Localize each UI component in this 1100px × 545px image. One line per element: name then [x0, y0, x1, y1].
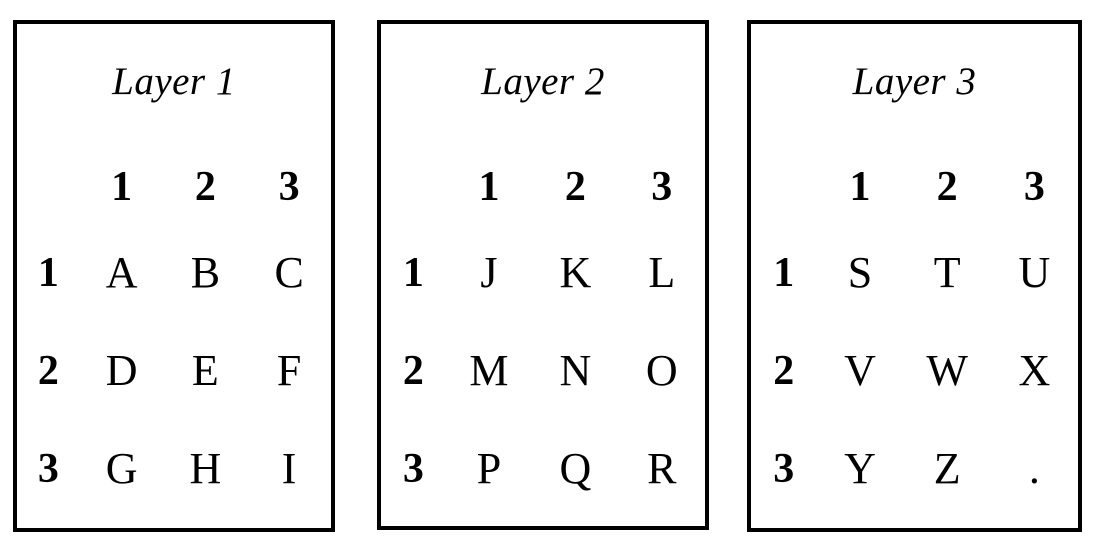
layer-panel-1-inner: Layer 1 1 2 3 1 A B C — [17, 24, 331, 528]
table-row: 2 V W X — [751, 322, 1078, 420]
column-header-3: 3 — [651, 164, 673, 210]
row-header-2: 2 — [773, 348, 795, 394]
cell-r3c2: Z — [933, 444, 961, 493]
column-header-3: 3 — [1023, 164, 1045, 210]
table-row: 2 M N O — [381, 322, 705, 420]
cell-r3c3: R — [647, 444, 677, 493]
cell-r2c1: D — [105, 346, 138, 395]
table-row: 3 Y Z . — [751, 420, 1078, 518]
row-header-1: 1 — [37, 250, 59, 296]
layer-panel-2-inner: Layer 2 1 2 3 1 J K L — [381, 24, 705, 526]
layer-panel-2-grid: 1 2 3 1 J K L 2 M N O — [381, 150, 705, 518]
row-header-2: 2 — [402, 348, 424, 394]
table-row: 2 D E F — [17, 322, 331, 420]
column-header-row: 1 2 3 — [17, 150, 331, 224]
cell-r1c1: S — [847, 248, 873, 297]
cell-r3c1: G — [105, 444, 138, 493]
column-header-1: 1 — [478, 164, 500, 210]
row-header-1: 1 — [773, 250, 795, 296]
cell-r1c3: L — [648, 248, 676, 297]
column-header-2: 2 — [936, 164, 958, 210]
cell-r1c2: K — [559, 248, 592, 297]
cell-r3c2: Q — [559, 444, 592, 493]
layer-panel-3-title: Layer 3 — [852, 60, 977, 103]
column-header-1: 1 — [111, 164, 133, 210]
layer-panel-1-title: Layer 1 — [112, 60, 236, 103]
row-header-3: 3 — [773, 446, 795, 492]
row-header-2: 2 — [37, 348, 59, 394]
layer-panel-3-inner: Layer 3 1 2 3 1 S T U — [751, 24, 1078, 528]
cell-r3c2: H — [189, 444, 222, 493]
table-row: 1 S T U — [751, 224, 1078, 322]
layer-panel-2-title: Layer 2 — [481, 60, 605, 103]
table-row: 1 J K L — [381, 224, 705, 322]
cell-r1c3: U — [1018, 248, 1051, 297]
cell-r3c1: P — [476, 444, 502, 493]
layer-panel-3-grid: 1 2 3 1 S T U 2 V W X — [751, 150, 1078, 518]
grid-corner-cell — [17, 150, 80, 224]
cell-r1c1: J — [480, 248, 498, 297]
layer-panel-3: Layer 3 1 2 3 1 S T U — [747, 20, 1082, 532]
cell-r2c2: N — [559, 346, 592, 395]
cell-r3c3: . — [1028, 444, 1040, 493]
cell-r2c3: X — [1018, 346, 1051, 395]
grid-corner-cell — [381, 150, 446, 224]
cell-r1c2: T — [933, 248, 961, 297]
cell-r2c1: M — [469, 346, 509, 395]
cell-r1c1: A — [105, 248, 138, 297]
column-header-row: 1 2 3 — [381, 150, 705, 224]
cell-r2c3: O — [645, 346, 678, 395]
layer-panel-2: Layer 2 1 2 3 1 J K L — [377, 20, 709, 530]
table-row: 1 A B C — [17, 224, 331, 322]
grid-corner-cell — [751, 150, 816, 224]
cell-r2c3: F — [276, 346, 302, 395]
cell-r3c1: Y — [844, 444, 876, 493]
layer-panel-1-grid: 1 2 3 1 A B C 2 D E F — [17, 150, 331, 518]
row-header-1: 1 — [402, 250, 424, 296]
cell-r2c1: V — [844, 346, 876, 395]
layer-panel-1: Layer 1 1 2 3 1 A B C — [13, 20, 335, 532]
cell-r2c2: W — [926, 346, 968, 395]
row-header-3: 3 — [37, 446, 59, 492]
column-header-2: 2 — [564, 164, 586, 210]
table-row: 3 P Q R — [381, 420, 705, 518]
column-header-2: 2 — [194, 164, 216, 210]
cell-r1c2: B — [190, 248, 221, 297]
cell-r2c2: E — [191, 346, 219, 395]
cell-r1c3: C — [274, 248, 304, 297]
row-header-3: 3 — [402, 446, 424, 492]
column-header-row: 1 2 3 — [751, 150, 1078, 224]
column-header-3: 3 — [278, 164, 300, 210]
cell-r3c3: I — [281, 444, 297, 493]
column-header-1: 1 — [849, 164, 871, 210]
table-row: 3 G H I — [17, 420, 331, 518]
